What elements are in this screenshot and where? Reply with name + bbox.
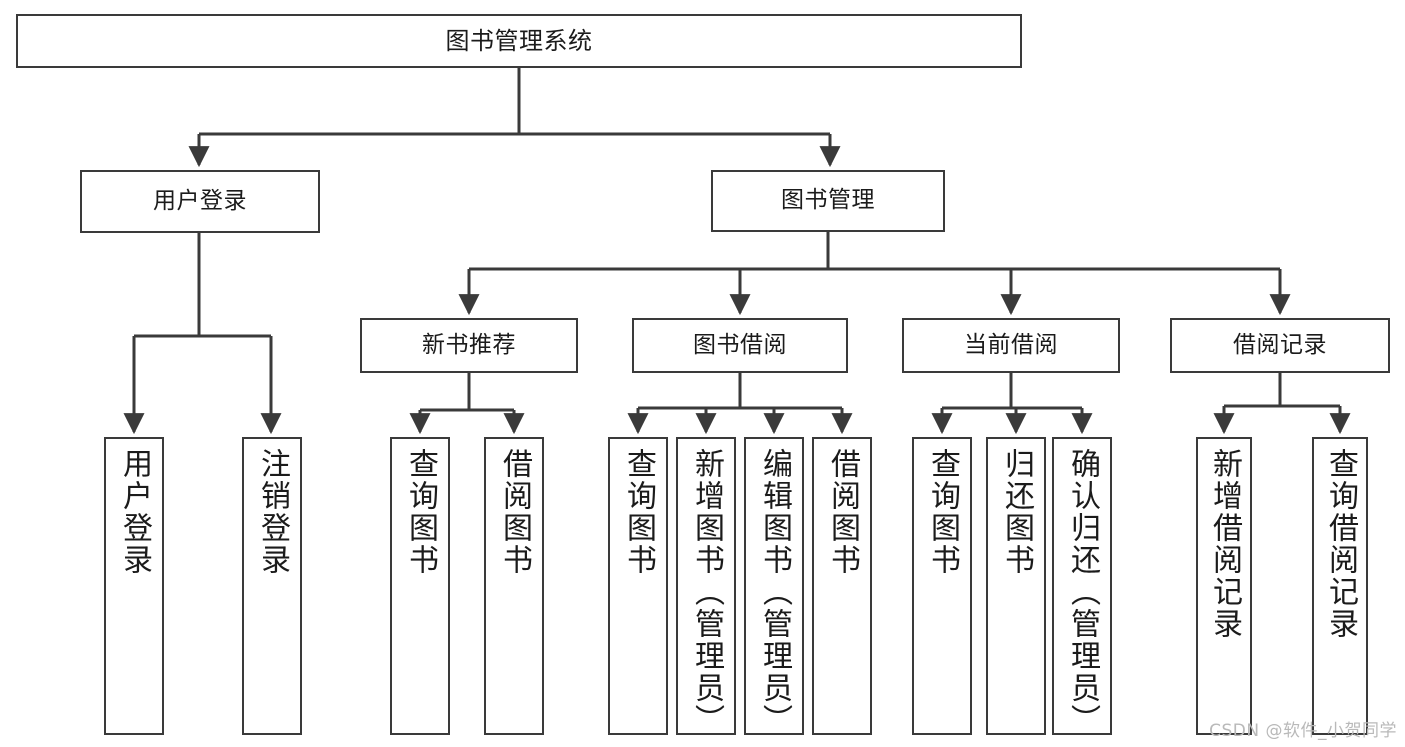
leaf-label: 确认归还（管理员） <box>1065 448 1100 736</box>
leaf-label: 用户登录 <box>117 448 152 576</box>
node-book-borrow-label: 图书借阅 <box>693 331 787 358</box>
node-root-label: 图书管理系统 <box>445 26 593 55</box>
leaf-label: 查询图书 <box>925 448 960 576</box>
leaf-user-login[interactable]: 用户登录 <box>104 437 164 735</box>
leaf-query-book-current[interactable]: 查询图书 <box>912 437 972 735</box>
leaf-return-book[interactable]: 归还图书 <box>986 437 1046 735</box>
leaf-confirm-return-admin[interactable]: 确认归还（管理员） <box>1052 437 1112 736</box>
leaf-logout[interactable]: 注销登录 <box>242 437 302 735</box>
leaf-label: 借阅图书 <box>497 448 532 576</box>
leaf-query-book-recommend[interactable]: 查询图书 <box>390 437 450 735</box>
node-user-login-label: 用户登录 <box>153 187 247 214</box>
node-current-borrow-label: 当前借阅 <box>964 331 1058 358</box>
leaf-label: 新增借阅记录 <box>1207 448 1242 640</box>
leaf-add-book-admin[interactable]: 新增图书（管理员） <box>676 437 736 736</box>
node-book-borrow[interactable]: 图书借阅 <box>632 318 848 373</box>
leaf-label: 注销登录 <box>255 448 290 576</box>
node-book-management-label: 图书管理 <box>781 187 875 214</box>
node-current-borrow[interactable]: 当前借阅 <box>902 318 1120 373</box>
leaf-label: 查询图书 <box>621 448 656 576</box>
leaf-label: 借阅图书 <box>825 448 860 576</box>
leaf-borrow-book-recommend[interactable]: 借阅图书 <box>484 437 544 735</box>
node-new-book-recommend-label: 新书推荐 <box>422 331 516 358</box>
leaf-edit-book-admin[interactable]: 编辑图书（管理员） <box>744 437 804 736</box>
leaf-borrow-book[interactable]: 借阅图书 <box>812 437 872 735</box>
node-book-management[interactable]: 图书管理 <box>711 170 945 232</box>
leaf-query-borrow-record[interactable]: 查询借阅记录 <box>1312 437 1368 735</box>
leaf-query-book-borrow[interactable]: 查询图书 <box>608 437 668 735</box>
node-new-book-recommend[interactable]: 新书推荐 <box>360 318 578 373</box>
node-borrow-record[interactable]: 借阅记录 <box>1170 318 1390 373</box>
leaf-label: 新增图书（管理员） <box>689 448 724 736</box>
csdn-watermark: CSDN @软件_小贺同学 <box>1209 721 1397 741</box>
leaf-label: 编辑图书（管理员） <box>757 448 792 736</box>
leaf-label: 归还图书 <box>999 448 1034 576</box>
node-user-login[interactable]: 用户登录 <box>80 170 320 233</box>
node-root[interactable]: 图书管理系统 <box>16 14 1022 68</box>
leaf-add-borrow-record[interactable]: 新增借阅记录 <box>1196 437 1252 735</box>
leaf-label: 查询图书 <box>403 448 438 576</box>
node-borrow-record-label: 借阅记录 <box>1233 331 1327 358</box>
leaf-label: 查询借阅记录 <box>1323 448 1358 640</box>
